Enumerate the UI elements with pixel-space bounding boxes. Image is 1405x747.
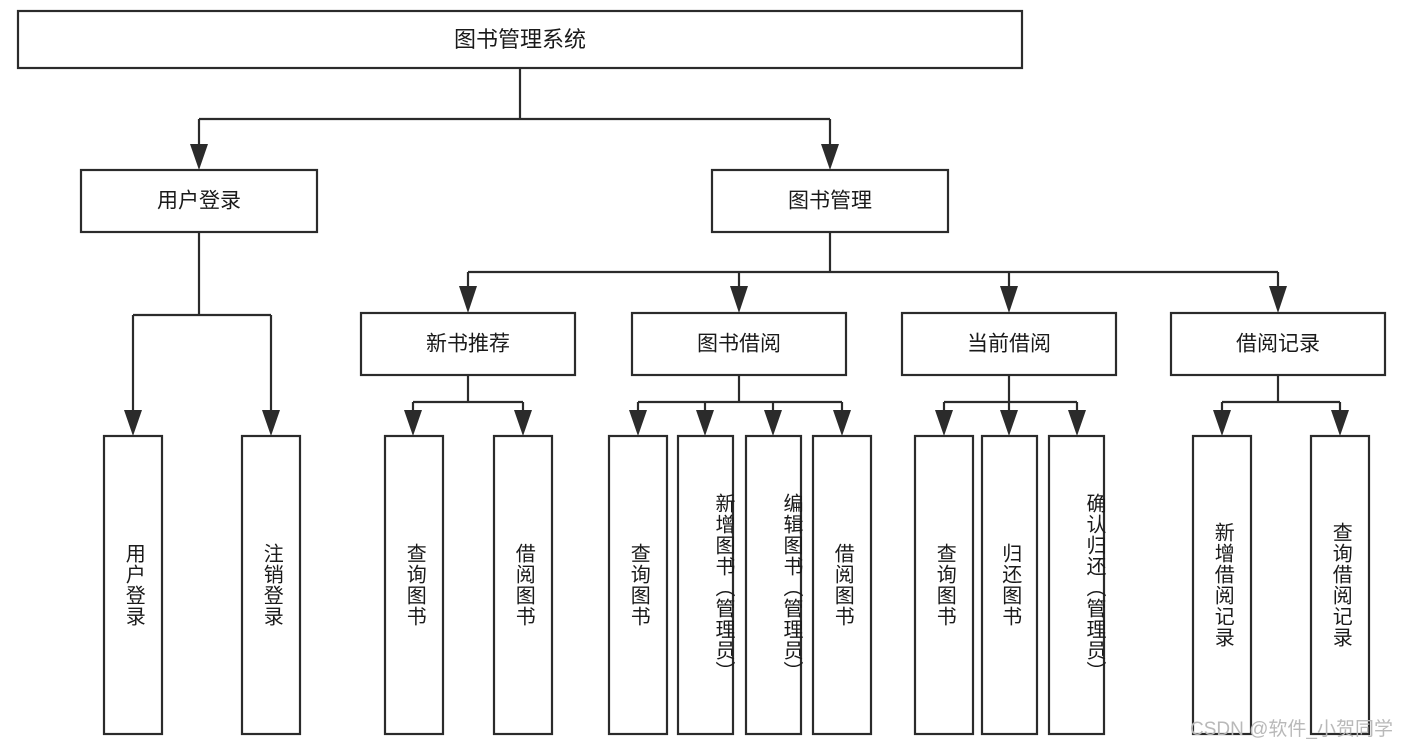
leaf-box-user-login[interactable] [102,434,164,736]
edge-userlogin-bus [131,232,273,412]
arrow-to-leaf-query-record [1331,410,1349,436]
arrow-to-leaf-borrow-book-2 [833,410,851,436]
arrow-to-leaf-logout [262,410,280,436]
node-user-login-label: 用户登录 [157,190,241,213]
edge-borrowrecords-bus [1220,375,1342,412]
node-user-login-box[interactable] [79,168,319,234]
node-new-book-recommend-label: 新书推荐 [426,333,510,356]
leaf-box-logout[interactable] [240,434,302,736]
leaf-box-confirm-return[interactable] [1047,434,1106,736]
leaf-box-query-record[interactable] [1309,434,1371,736]
arrow-to-user-login [190,144,208,170]
node-new-book-recommend[interactable]: 新书推荐 [359,311,577,377]
node-book-manage-label: 图书管理 [788,190,872,213]
leaf-box-borrow-book-1[interactable] [492,434,554,736]
node-current-borrow-label: 当前借阅 [967,333,1051,356]
node-current-borrow[interactable]: 当前借阅 [900,311,1118,377]
leaf-box-query-book-3[interactable] [913,434,975,736]
node-root[interactable]: 图书管理系统 [16,9,1024,70]
arrow-to-leaf-return-book [1000,410,1018,436]
node-book-manage-box[interactable] [710,168,950,234]
leaf-box-edit-book[interactable] [744,434,803,736]
edge-bookborrow-bus [636,375,844,412]
leaf-box-add-record[interactable] [1191,434,1253,736]
node-book-manage[interactable]: 图书管理 [710,168,950,234]
node-borrow-records[interactable]: 借阅记录 [1169,311,1387,377]
arrow-to-leaf-query-book-3 [935,410,953,436]
node-book-borrow[interactable]: 图书借阅 [630,311,848,377]
node-current-borrow-box[interactable] [900,311,1118,377]
arrow-to-new-book-recommend [459,286,477,313]
node-root-box[interactable] [16,9,1024,70]
node-book-borrow-label: 图书借阅 [697,333,781,356]
arrow-to-borrow-records [1269,286,1287,313]
arrow-to-book-manage [821,144,839,170]
node-new-book-recommend-box[interactable] [359,311,577,377]
arrow-to-leaf-edit-book [764,410,782,436]
arrow-to-leaf-confirm-return [1068,410,1086,436]
node-borrow-records-label: 借阅记录 [1236,333,1320,356]
arrow-to-leaf-add-book [696,410,714,436]
watermark-text: CSDN @软件_小贺同学 [1190,719,1393,740]
edge-root-bus [197,69,832,146]
leaf-box-return-book[interactable] [980,434,1039,736]
arrow-to-leaf-borrow-book-1 [514,410,532,436]
arrow-to-leaf-user-login [124,410,142,436]
connector-layer [124,69,1349,436]
arrow-to-leaf-add-record [1213,410,1231,436]
leaf-box-borrow-book-2[interactable] [811,434,873,736]
arrow-to-leaf-query-book-2 [629,410,647,436]
leaf-box-query-book-1[interactable] [383,434,445,736]
edge-bookmanage-bus [466,232,1280,288]
leaf-box-add-book[interactable] [676,434,735,736]
leaf-box-query-book-2[interactable] [607,434,669,736]
node-borrow-records-box[interactable] [1169,311,1387,377]
arrow-to-leaf-query-book-1 [404,410,422,436]
edge-currentborrow-bus [942,375,1079,412]
node-book-borrow-box[interactable] [630,311,848,377]
arrow-to-book-borrow [730,286,748,313]
node-root-label: 图书管理系统 [454,27,586,52]
node-user-login[interactable]: 用户登录 [79,168,319,234]
edge-newbook-bus [411,375,525,412]
arrow-to-current-borrow [1000,286,1018,313]
